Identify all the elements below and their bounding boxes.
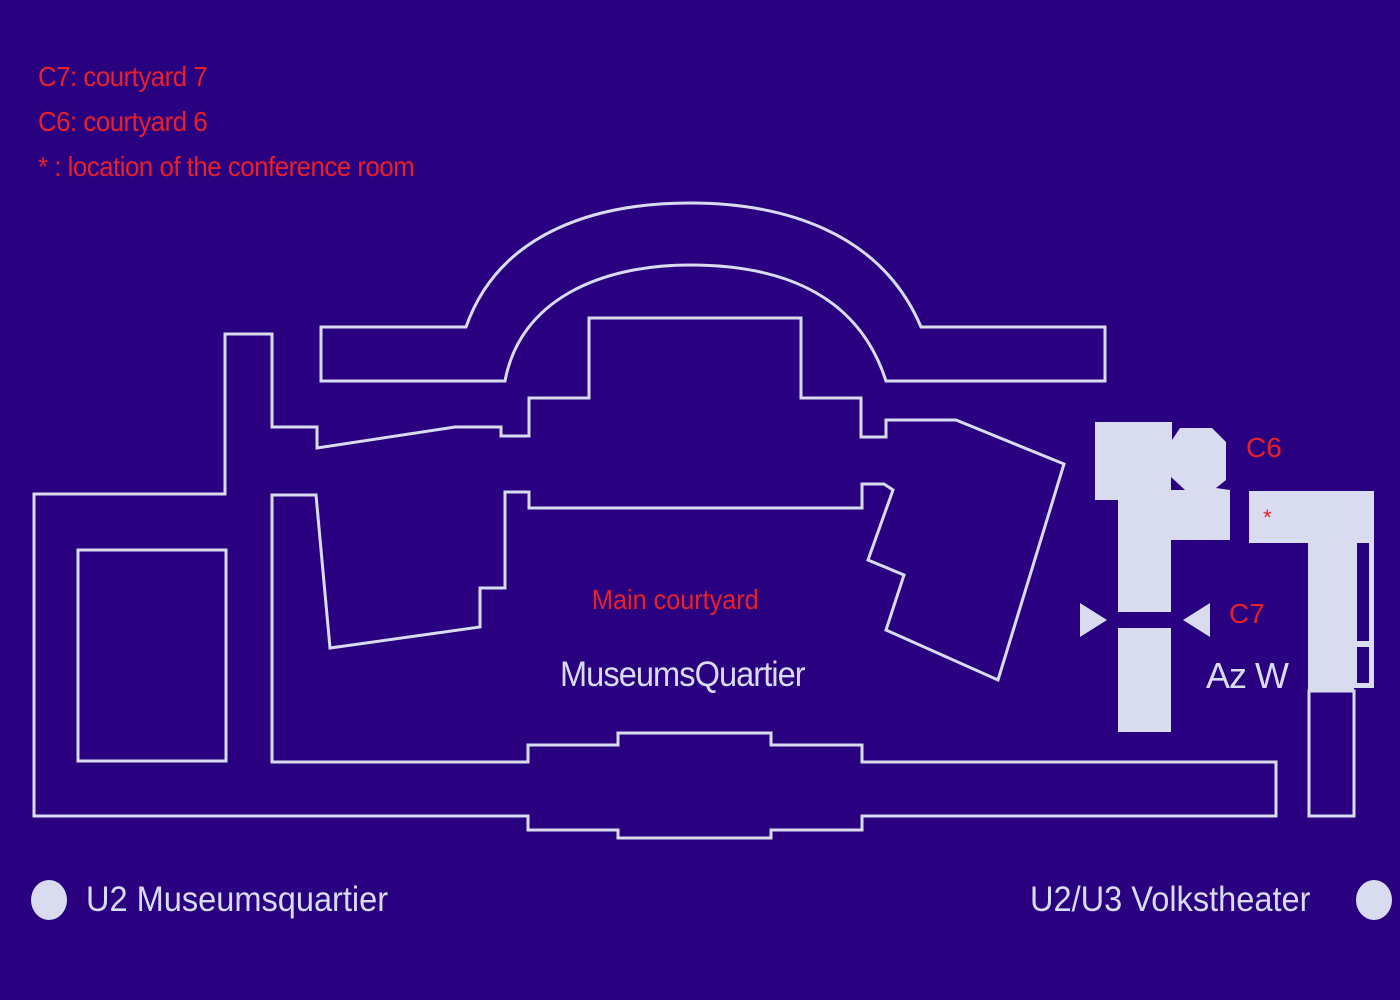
courtyard-6-label: C6 bbox=[1246, 432, 1282, 463]
station-u2-museumsquartier: U2 Museumsquartier bbox=[86, 880, 389, 919]
legend-item-c7: C7: courtyard 7 bbox=[38, 61, 208, 92]
legend-item-conference-room: * : location of the conference room bbox=[38, 151, 415, 182]
conference-room-marker: * bbox=[1263, 505, 1272, 530]
left-inner-building-outline bbox=[76, 548, 228, 763]
conference-building bbox=[1249, 491, 1374, 690]
metro-station-dot-icon bbox=[1356, 880, 1392, 920]
azw-left-building bbox=[1095, 422, 1230, 612]
arched-wing-outline bbox=[319, 201, 1107, 383]
azw-lower-left-building bbox=[1118, 628, 1171, 732]
main-courtyard-label: Main courtyard bbox=[592, 584, 759, 615]
conference-building-inner-slot-2 bbox=[1357, 647, 1369, 683]
azw-left-building-notch bbox=[1171, 477, 1185, 490]
courtyard-7-label: C7 bbox=[1229, 598, 1265, 629]
conference-building-inner-slot-1 bbox=[1357, 543, 1369, 641]
map-legend: C7: courtyard 7 C6: courtyard 6 * : loca… bbox=[38, 54, 447, 189]
station-u2-u3-volkstheater: U2/U3 Volkstheater bbox=[1030, 880, 1311, 919]
entrance-arrow-left-icon bbox=[1183, 603, 1210, 637]
central-upper-block-outline bbox=[32, 316, 1278, 840]
azw-label: Az W bbox=[1206, 655, 1289, 696]
museumsquartier-label: MuseumsQuartier bbox=[560, 655, 806, 694]
legend-item-c6: C6: courtyard 6 bbox=[38, 106, 208, 137]
metro-station-dot-icon bbox=[31, 880, 67, 920]
entrance-arrow-right-icon bbox=[1080, 603, 1107, 637]
bottom-right-building-outline bbox=[1307, 689, 1356, 818]
